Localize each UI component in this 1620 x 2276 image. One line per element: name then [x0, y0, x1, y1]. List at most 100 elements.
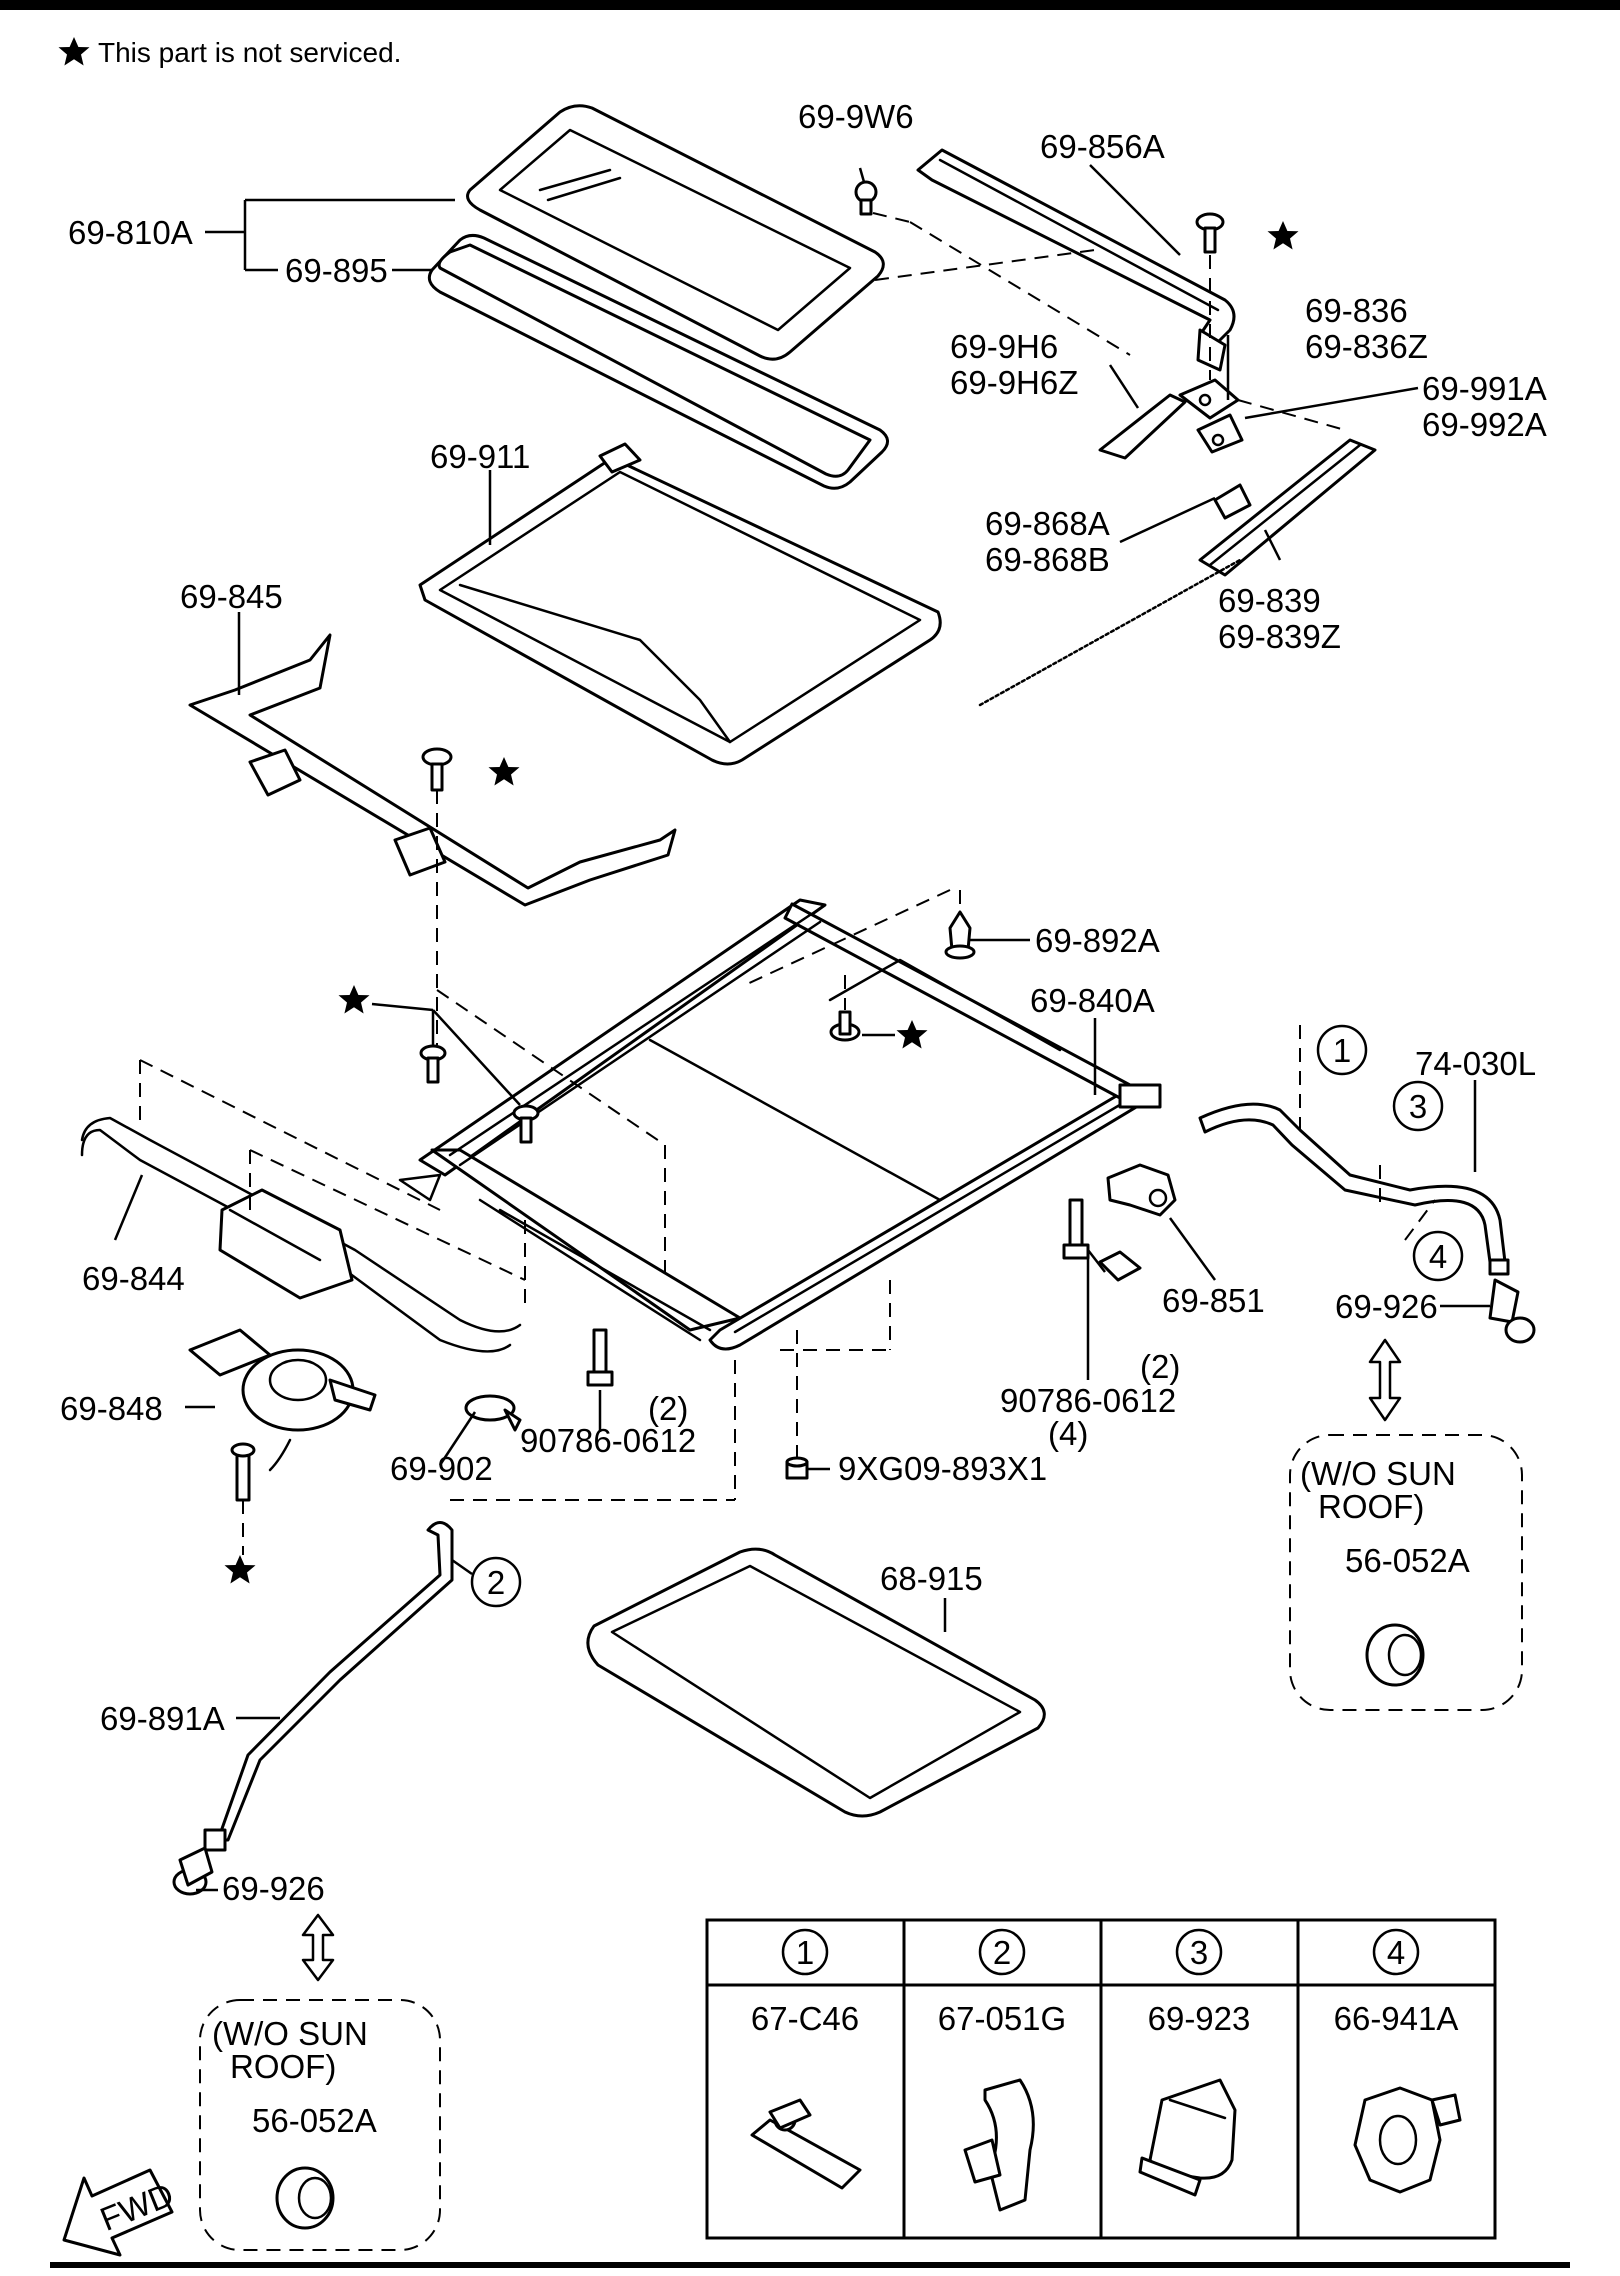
label-69-891A: 69-891A	[100, 1700, 225, 1737]
table-part-66-941A: 66-941A	[1334, 2000, 1459, 2037]
clip-table: 1 2 3 4 67-C46 67-051G 69-923 66-941A	[705, 1918, 1497, 2240]
inset-left-line1: (W/O SUN	[212, 2015, 368, 2052]
svg-text:2: 2	[487, 1564, 505, 1601]
grommet-icon	[275, 2166, 335, 2230]
bolts-90786-left-drawing	[586, 1328, 614, 1387]
label-69-9W6: 69-9W6	[798, 98, 914, 135]
motor-drawing	[188, 1328, 377, 1472]
label-90786-0612-left: 90786-0612	[520, 1422, 696, 1459]
label-9XG09-893X1: 9XG09-893X1	[838, 1450, 1047, 1487]
deflector-drawing	[916, 148, 1236, 372]
star-screw-center-drawing	[421, 747, 453, 792]
table-part-67-C46: 67-C46	[751, 2000, 859, 2037]
table-header-4: 4	[1387, 1934, 1405, 1971]
star-icon	[1267, 221, 1299, 250]
label-69-810A: 69-810A	[68, 214, 193, 251]
label-74-030L: 74-030L	[1415, 1045, 1536, 1082]
callout-3: 3	[1392, 1080, 1444, 1132]
callout-1: 1	[1316, 1024, 1368, 1076]
label-69-926-right: 69-926	[1335, 1288, 1438, 1325]
callout-4: 4	[1412, 1230, 1464, 1282]
star-icon	[338, 985, 370, 1014]
top-border	[0, 0, 1620, 10]
inset-left-line2: ROOF)	[230, 2048, 336, 2085]
label-qty-2-right: (2)	[1140, 1348, 1180, 1385]
label-69-926-left: 69-926	[222, 1870, 325, 1907]
label-69-992A: 69-992A	[1422, 406, 1547, 443]
rear-frame-drawing	[188, 633, 677, 907]
label-69-851: 69-851	[1162, 1282, 1265, 1319]
label-90786-0612-right: 90786-0612	[1000, 1382, 1176, 1419]
drain-hose-right-drawing	[1198, 1102, 1536, 1344]
label-69-848: 69-848	[60, 1390, 163, 1427]
table-part-67-051G: 67-051G	[938, 2000, 1066, 2037]
weatherstrip-drawing	[586, 1547, 1046, 1818]
label-69-895: 69-895	[285, 252, 388, 289]
nut-9XG09-drawing	[785, 1456, 809, 1480]
label-69-836Z: 69-836Z	[1305, 328, 1428, 365]
inset-left-part: 56-052A	[252, 2102, 377, 2139]
grommet-icon	[1365, 1623, 1425, 1687]
label-69-991A: 69-991A	[1422, 370, 1547, 407]
star-screw-right-drawing	[1195, 212, 1225, 254]
star-icon	[224, 1555, 256, 1584]
label-69-844: 69-844	[82, 1260, 185, 1297]
label-69-845: 69-845	[180, 578, 283, 615]
clip-67-051G-icon	[963, 2078, 1035, 2212]
table-part-69-923: 69-923	[1148, 2000, 1251, 2037]
table-header-2: 2	[993, 1934, 1011, 1971]
dashed-leaders	[139, 212, 1436, 1501]
svg-text:4: 4	[1429, 1238, 1447, 1275]
glass-seal-drawing	[437, 243, 872, 478]
inset-right-part: 56-052A	[1345, 1542, 1470, 1579]
solid-leaders	[113, 164, 1490, 1892]
table-header-1: 1	[796, 1934, 814, 1971]
label-69-911: 69-911	[430, 438, 530, 475]
fwd-arrow-icon: FWD	[62, 2168, 178, 2257]
note-text: This part is not serviced.	[98, 37, 401, 68]
clip-69-923-icon	[1138, 2078, 1237, 2197]
label-68-915: 68-915	[880, 1560, 983, 1597]
clamp-69-902-drawing	[464, 1394, 522, 1432]
clip-67-C46-icon	[750, 2098, 862, 2190]
label-69-856A: 69-856A	[1040, 128, 1165, 165]
clip-66-941A-icon	[1353, 2086, 1462, 2194]
inset-without-sunroof-right: (W/O SUN ROOF) 56-052A	[1289, 1434, 1523, 1711]
label-69-868A: 69-868A	[985, 505, 1110, 542]
label-69-868B: 69-868B	[985, 541, 1110, 578]
drive-cable-drawing	[978, 438, 1377, 707]
bottom-border	[50, 2262, 1570, 2268]
star-icon	[896, 1020, 928, 1049]
label-69-839: 69-839	[1218, 582, 1321, 619]
inset-without-sunroof-left: (W/O SUN ROOF) 56-052A	[199, 1999, 441, 2251]
star-icon	[488, 757, 520, 786]
star-icon	[58, 37, 90, 66]
link-bracket-drawing	[1098, 378, 1244, 460]
inset-right-line1: (W/O SUN	[1300, 1455, 1456, 1492]
motor-bolt-drawing	[230, 1442, 256, 1502]
label-69-836: 69-836	[1305, 292, 1408, 329]
label-qty-4: (4)	[1048, 1415, 1088, 1452]
swap-arrow-left-icon	[301, 1913, 335, 1982]
label-69-9H6: 69-9H6	[950, 328, 1058, 365]
table-header-3: 3	[1190, 1934, 1208, 1971]
label-69-9H6Z: 69-9H6Z	[950, 364, 1078, 401]
label-qty-2-left: (2)	[648, 1390, 688, 1427]
sunshade-drawing	[418, 442, 942, 766]
bolts-90786-right-drawing	[1062, 1198, 1142, 1282]
label-69-892A: 69-892A	[1035, 922, 1160, 959]
main-frame-drawing	[398, 898, 1162, 1351]
svg-text:3: 3	[1409, 1088, 1427, 1125]
callout-2: 2	[470, 1556, 522, 1608]
inset-right-line2: ROOF)	[1318, 1488, 1424, 1525]
svg-text:1: 1	[1333, 1032, 1351, 1069]
screw-69-9W6-drawing	[854, 180, 878, 216]
label-69-902: 69-902	[390, 1450, 493, 1487]
bracket-69-851-drawing	[1106, 1163, 1177, 1217]
star-bolts-frame-drawing	[419, 1010, 861, 1144]
swap-arrow-right-icon	[1368, 1338, 1402, 1422]
clip-69-892A-drawing	[944, 910, 976, 960]
drive-cables-drawing	[80, 1116, 522, 1353]
drain-hose-left-drawing	[172, 1521, 454, 1896]
